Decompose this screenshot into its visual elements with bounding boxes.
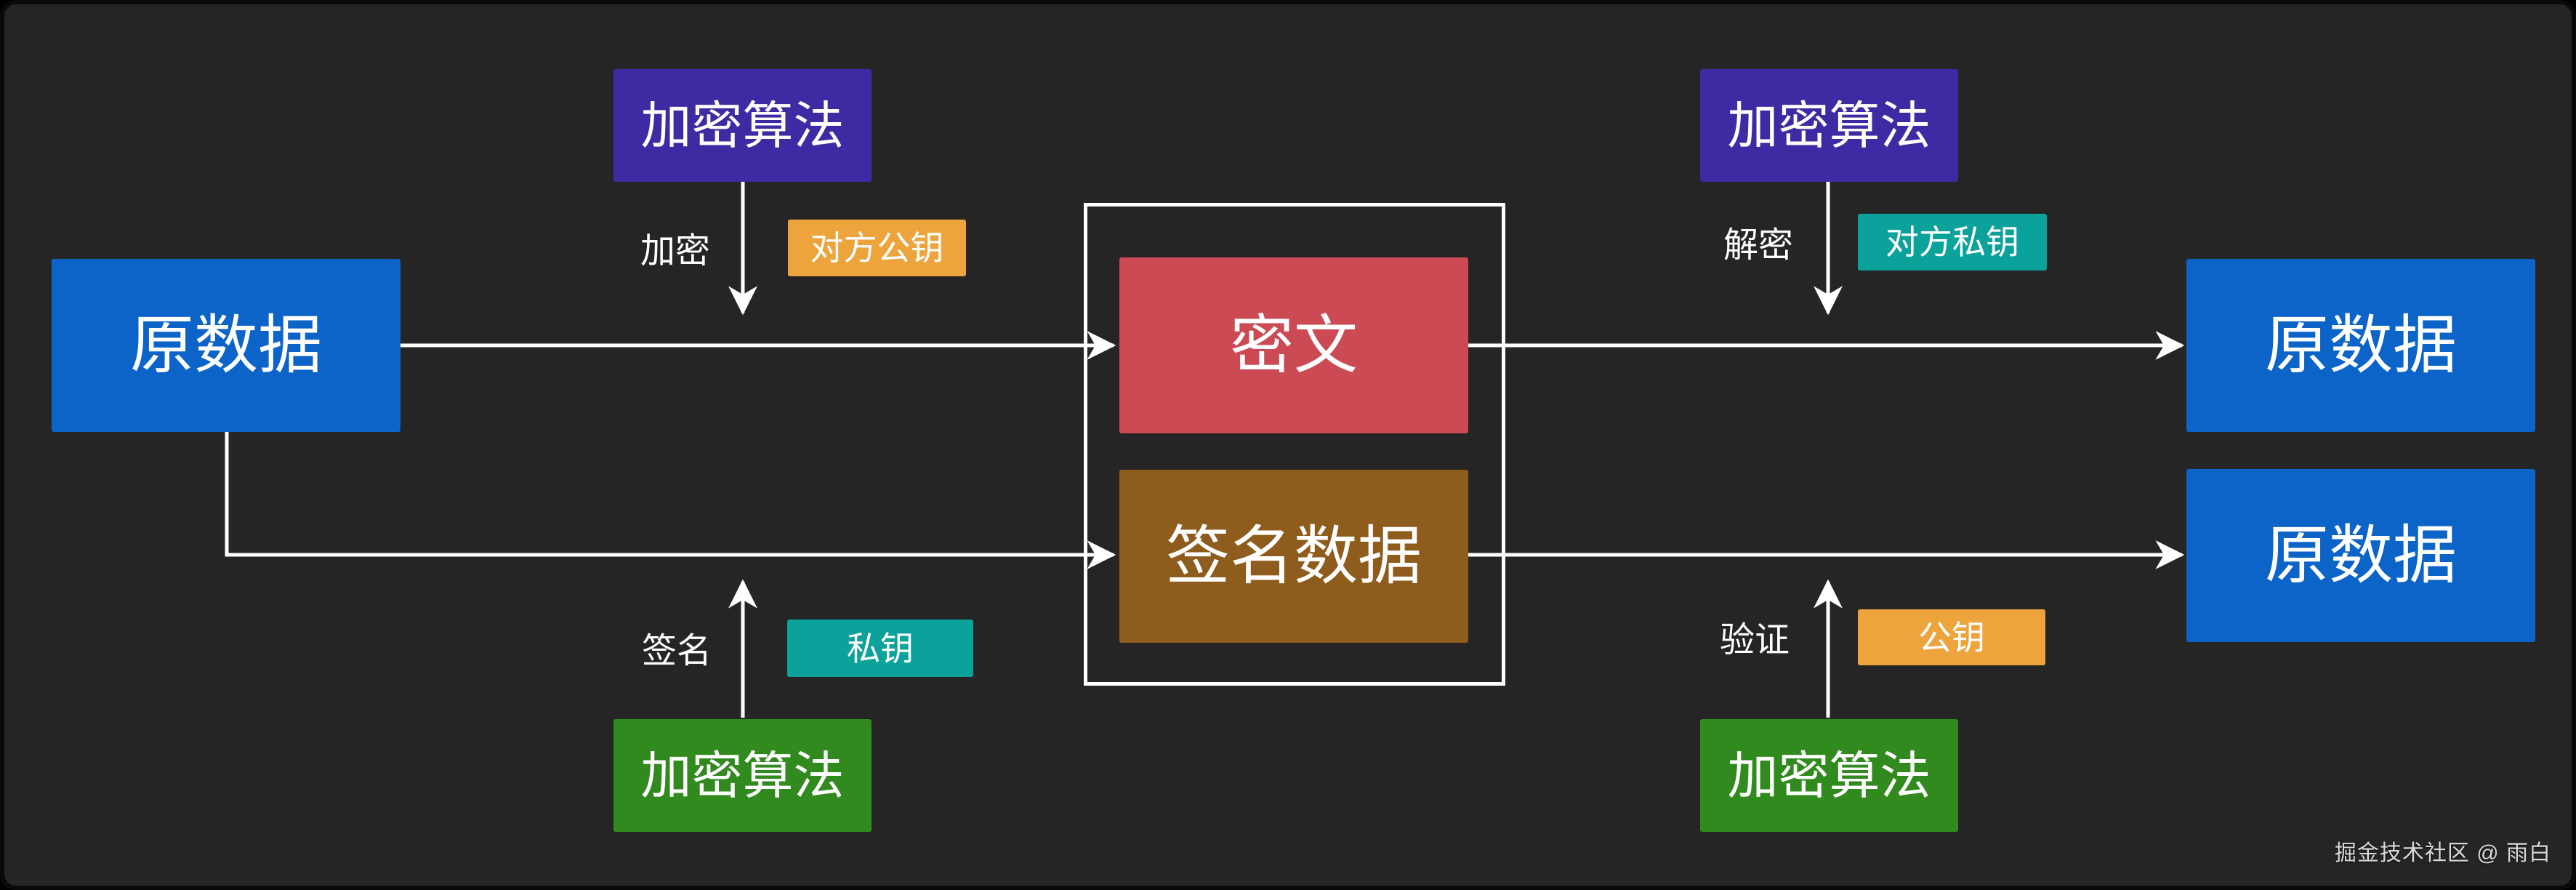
node-encrypt-algorithm-label: 加密算法: [640, 97, 845, 154]
edge-label-decrypt: 解密: [1723, 226, 1793, 265]
node-peer-public-key: 对方公钥: [788, 220, 966, 276]
connector-lines: [225, 182, 2185, 718]
node-source-data: 原数据: [52, 259, 401, 432]
node-public-key: 公钥: [1858, 609, 2045, 665]
node-private-key: 私钥: [787, 620, 973, 677]
node-result-data-top-label: 原数据: [2264, 309, 2457, 381]
node-encrypt-algorithm-bottom-right: 加密算法: [1700, 719, 1958, 832]
node-peer-private-key-label: 对方私钥: [1885, 223, 2019, 261]
node-source-data-label: 原数据: [129, 309, 322, 381]
node-result-data-top: 原数据: [2186, 259, 2535, 432]
node-encrypt-algorithm-label: 加密算法: [1727, 97, 1931, 154]
watermark-credit: 掘金技术社区 @ 雨白: [2334, 841, 2551, 865]
edge-label-encrypt: 加密: [640, 232, 710, 270]
node-encrypt-algorithm-bottom-left: 加密算法: [613, 719, 872, 832]
node-private-key-label: 私钥: [847, 629, 914, 668]
node-signature-data: 签名数据: [1119, 470, 1468, 643]
node-peer-public-key-label: 对方公钥: [810, 229, 944, 267]
node-cipher-text: 密文: [1119, 257, 1468, 433]
node-cipher-text-label: 密文: [1229, 309, 1358, 381]
node-encrypt-algorithm-top-right: 加密算法: [1700, 69, 1958, 182]
edge-label-verify: 验证: [1719, 621, 1790, 660]
node-encrypt-algorithm-top-left: 加密算法: [613, 69, 872, 182]
node-signature-data-label: 签名数据: [1165, 520, 1422, 592]
node-encrypt-algorithm-label: 加密算法: [640, 747, 845, 804]
node-public-key-label: 公钥: [1918, 618, 1985, 657]
node-encrypt-algorithm-label: 加密算法: [1727, 747, 1931, 804]
node-peer-private-key: 对方私钥: [1858, 214, 2047, 270]
packet-group-frame: [1084, 203, 1505, 686]
edge-label-sign: 签名: [641, 632, 712, 670]
node-result-data-bottom: 原数据: [2186, 469, 2535, 642]
edge-sign-flow: [225, 432, 1116, 569]
node-result-data-bottom-label: 原数据: [2264, 519, 2457, 591]
